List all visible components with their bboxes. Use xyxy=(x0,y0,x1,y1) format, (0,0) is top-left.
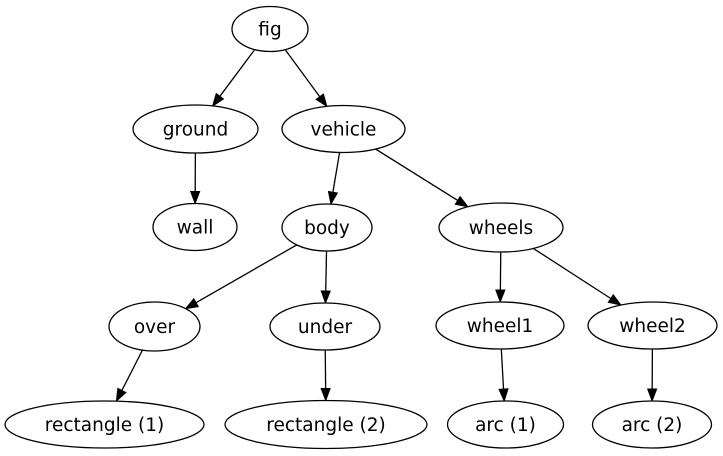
node-ellipse-under xyxy=(269,302,381,351)
node-label-rect2: rectangle (2) xyxy=(266,415,385,436)
node-label-arc1: arc (1) xyxy=(475,415,536,436)
node-label-ground: ground xyxy=(163,120,228,141)
node-ellipse-wheel1 xyxy=(435,301,565,350)
node-label-wall: wall xyxy=(177,218,214,239)
arrowhead-ground-wall xyxy=(189,190,201,205)
edge-body-over xyxy=(195,244,298,304)
node-label-wheel2: wheel2 xyxy=(619,316,686,337)
arrowhead-wheels-wheel1 xyxy=(495,289,506,304)
edge-vehicle-body xyxy=(332,152,341,193)
edge-wheels-wheel2 xyxy=(532,247,612,300)
edge-body-under xyxy=(325,250,328,292)
node-ellipse-ground xyxy=(132,104,259,154)
node-label-vehicle: vehicle xyxy=(311,120,377,141)
edge-fig-vehicle xyxy=(284,49,321,98)
node-label-over: over xyxy=(134,317,176,338)
node-ellipse-fig xyxy=(231,5,309,53)
node-ellipse-arc2 xyxy=(591,400,713,449)
arrowhead-wheel1-arc1 xyxy=(498,388,509,403)
edge-over-rect1 xyxy=(121,349,144,391)
arrowhead-wheels-wheel2 xyxy=(607,293,623,306)
node-ellipse-wheel2 xyxy=(587,301,718,350)
node-label-wheel1: wheel1 xyxy=(467,316,534,337)
node-ellipse-rect1 xyxy=(4,400,205,449)
node-ellipse-wall xyxy=(152,202,238,252)
node-ellipse-over xyxy=(108,301,201,352)
node-ellipse-wheels xyxy=(438,202,564,253)
arrowhead-fig-ground xyxy=(211,92,225,108)
arrowhead-body-under xyxy=(320,290,331,305)
arrowhead-under-rect2 xyxy=(320,387,331,402)
arrowhead-wheel2-arc2 xyxy=(646,388,658,403)
node-label-under: under xyxy=(298,317,353,338)
node-label-arc2: arc (2) xyxy=(622,415,683,436)
edge-wheel1-arc1 xyxy=(500,348,505,390)
arrowhead-fig-vehicle xyxy=(315,93,328,108)
node-ellipse-body xyxy=(281,203,373,252)
node-label-body: body xyxy=(304,218,350,239)
node-ellipse-vehicle xyxy=(281,104,406,154)
arrowhead-vehicle-body xyxy=(327,190,339,206)
node-label-fig: fig xyxy=(258,20,281,41)
arrowhead-body-over xyxy=(184,297,200,310)
node-label-rect1: rectangle (1) xyxy=(45,415,164,436)
node-ellipse-rect2 xyxy=(224,399,428,450)
edge-fig-ground xyxy=(219,49,256,97)
arrowhead-over-rect1 xyxy=(115,387,127,403)
node-ellipse-arc1 xyxy=(446,400,565,449)
arrowhead-vehicle-wheels xyxy=(454,195,470,208)
edge-vehicle-wheels xyxy=(375,148,459,201)
node-label-wheels: wheels xyxy=(469,218,533,239)
